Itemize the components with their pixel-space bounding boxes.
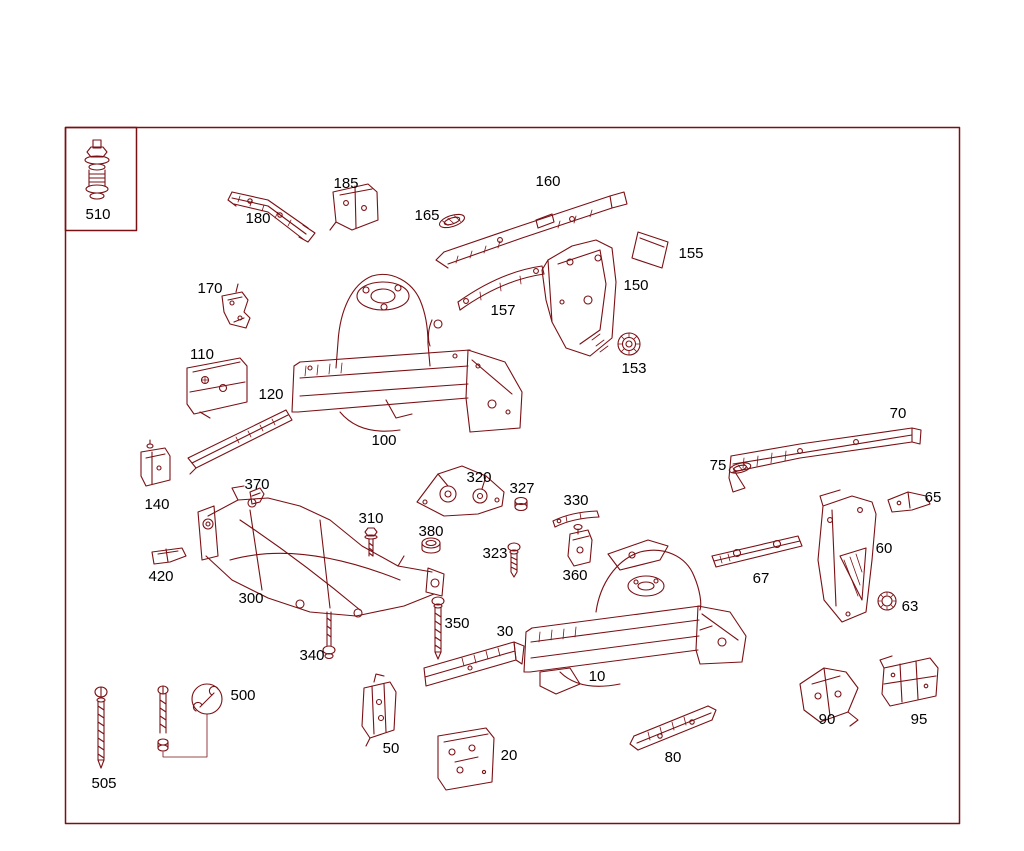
part-170-drawing [221, 283, 251, 329]
part-label-140[interactable]: 140 [144, 496, 169, 513]
part-label-75[interactable]: 75 [710, 457, 727, 474]
part-label-380[interactable]: 380 [418, 523, 443, 540]
part-10-drawing [523, 539, 747, 695]
part-label-10[interactable]: 10 [589, 668, 606, 685]
part-label-20[interactable]: 20 [501, 747, 518, 764]
part-label-323[interactable]: 323 [482, 545, 507, 562]
part-50-drawing [361, 673, 397, 747]
part-label-110[interactable]: 110 [190, 346, 214, 363]
part-350-drawing [431, 596, 445, 660]
part-30-drawing [423, 641, 525, 687]
part-157-drawing [457, 265, 545, 311]
part-110-drawing [186, 357, 248, 419]
part-label-340[interactable]: 340 [299, 647, 324, 664]
part-75-drawing [728, 462, 752, 474]
part-80-drawing [629, 705, 717, 751]
part-label-505[interactable]: 505 [91, 775, 116, 792]
part-label-330[interactable]: 330 [563, 492, 588, 509]
part-63-drawing [877, 591, 897, 611]
part-label-180[interactable]: 180 [245, 210, 270, 227]
part-65-drawing [887, 491, 931, 513]
part-label-80[interactable]: 80 [665, 749, 682, 766]
part-310-drawing [364, 527, 378, 557]
part-label-70[interactable]: 70 [890, 405, 907, 422]
part-155-drawing [631, 231, 669, 269]
part-label-155[interactable]: 155 [678, 245, 703, 262]
part-153-drawing [617, 332, 641, 356]
part-label-500[interactable]: 500 [230, 687, 255, 704]
part-70-drawing [728, 427, 922, 493]
part-500-drawing [157, 685, 208, 758]
wrench-icon [191, 683, 223, 715]
part-420-drawing [151, 547, 187, 565]
part-320-drawing [416, 465, 505, 517]
part-labels: 510 180 185 165 160 155 150 157 170 153 110 120 100 7… [85, 173, 941, 792]
legend-box [64, 126, 138, 232]
part-300-drawing [197, 485, 445, 618]
part-label-90[interactable]: 90 [819, 711, 836, 728]
part-label-50[interactable]: 50 [383, 740, 400, 757]
part-label-30[interactable]: 30 [497, 623, 514, 640]
part-label-350[interactable]: 350 [444, 615, 469, 632]
part-360-drawing [567, 523, 593, 567]
part-185-drawing [329, 183, 379, 231]
part-60-drawing [817, 489, 877, 623]
part-160-drawing [435, 191, 628, 269]
part-150-drawing [541, 239, 617, 357]
part-label-165[interactable]: 165 [414, 207, 439, 224]
part-label-157[interactable]: 157 [490, 302, 515, 319]
part-140-drawing [140, 439, 171, 487]
part-327-drawing [514, 496, 528, 512]
part-label-360[interactable]: 360 [562, 567, 587, 584]
bolt-icon [84, 139, 110, 200]
part-label-100[interactable]: 100 [371, 432, 396, 449]
part-label-185[interactable]: 185 [333, 175, 358, 192]
part-label-320[interactable]: 320 [466, 469, 491, 486]
diagram-frame [64, 126, 961, 825]
part-90-drawing [799, 667, 859, 727]
part-120-drawing [187, 409, 293, 475]
part-505-drawing [94, 686, 108, 769]
part-label-150[interactable]: 150 [623, 277, 648, 294]
part-330-drawing [552, 510, 600, 528]
part-label-63[interactable]: 63 [902, 598, 919, 615]
part-100-drawing [291, 274, 523, 433]
part-label-60[interactable]: 60 [876, 540, 893, 557]
part-label-95[interactable]: 95 [911, 711, 928, 728]
part-label-370[interactable]: 370 [244, 476, 269, 493]
part-label-300[interactable]: 300 [238, 590, 263, 607]
part-label-310[interactable]: 310 [358, 510, 383, 527]
part-label-170[interactable]: 170 [197, 280, 222, 297]
part-380-drawing [421, 537, 441, 554]
part-label-510[interactable]: 510 [85, 206, 110, 223]
part-323-drawing [507, 542, 521, 578]
part-180-drawing [227, 191, 316, 243]
part-label-327[interactable]: 327 [509, 480, 534, 497]
part-label-67[interactable]: 67 [753, 570, 770, 587]
part-20-drawing [437, 727, 495, 791]
part-label-420[interactable]: 420 [148, 568, 173, 585]
part-label-160[interactable]: 160 [535, 173, 560, 190]
part-label-153[interactable]: 153 [621, 360, 646, 377]
part-67-drawing [711, 535, 803, 568]
part-340-drawing [322, 611, 336, 660]
part-label-65[interactable]: 65 [925, 489, 942, 506]
part-95-drawing [879, 655, 939, 707]
part-label-120[interactable]: 120 [258, 386, 283, 403]
part-165-drawing [438, 213, 466, 229]
